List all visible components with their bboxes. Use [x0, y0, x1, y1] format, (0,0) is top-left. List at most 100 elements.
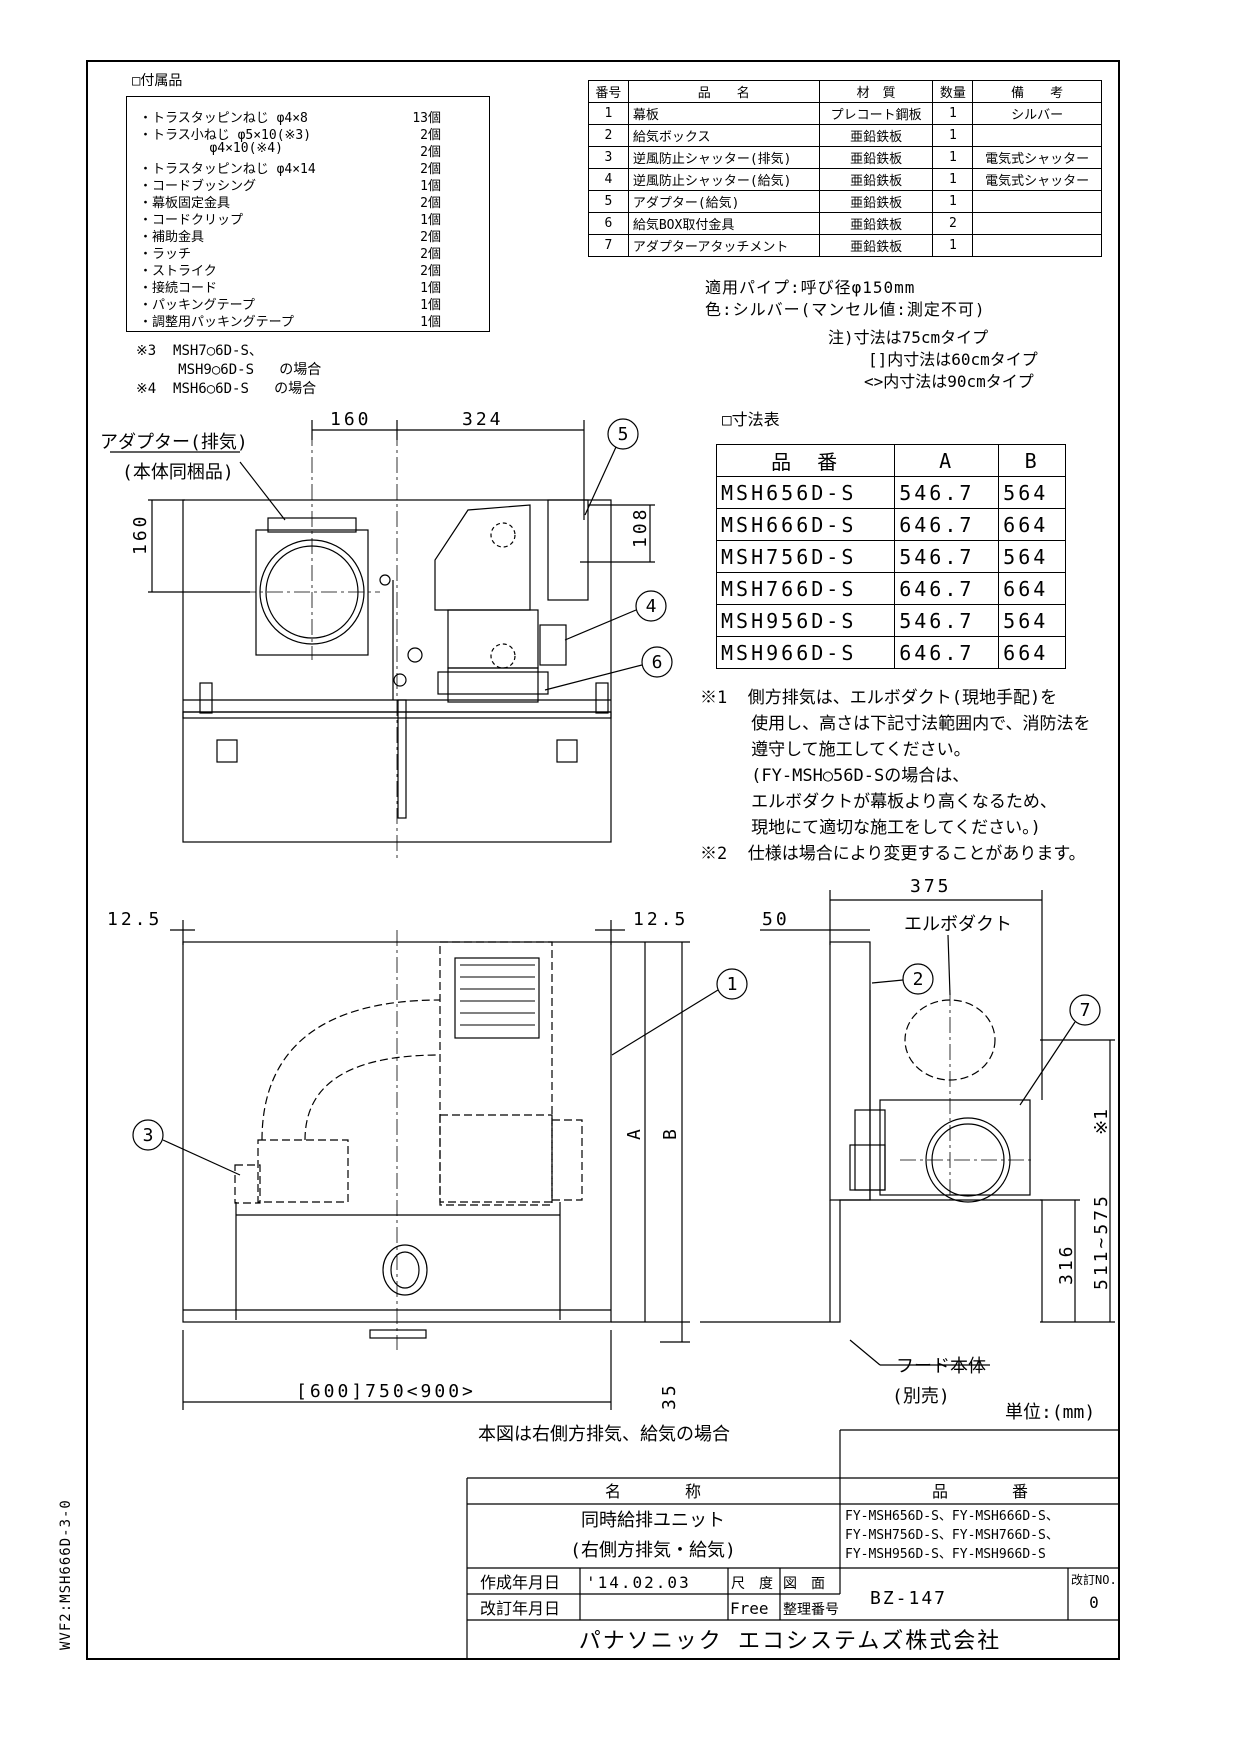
parts-cell: 亜鉛鉄板 [818, 212, 934, 235]
callout-4: 4 [646, 596, 657, 617]
dim-cell: 564 [998, 540, 1066, 573]
spec-pipe: 適用パイプ:呼び径φ150mm [705, 278, 916, 297]
accessory-item: ・幕板固定金具 [139, 196, 231, 211]
accessory-item: ・接続コード [139, 281, 218, 296]
accessory-qty: 2個 [420, 264, 441, 279]
dim-12-5-left: 12.5 [107, 909, 162, 930]
accessories-notes: ※3 MSH7○6D-S、 MSH9○6D-S の場合※4 MSH6○6D-S … [136, 344, 321, 401]
parts-cell: プレコート鋼板 [818, 102, 934, 125]
accessory-qty: 2個 [420, 145, 441, 160]
callout-3: 3 [143, 1125, 154, 1146]
remark-line: ※1 側方排気は、エルボダクト(現地手配)を [700, 688, 1058, 708]
accessory-qty: 1個 [420, 281, 441, 296]
parts-cell: 亜鉛鉄板 [818, 168, 934, 191]
accessory-qty: 1個 [420, 213, 441, 228]
dim-cell: MSH956D-S [715, 604, 896, 637]
accessory-qty: 2個 [420, 196, 441, 211]
drawing-caption: 本図は右側方排気、給気の場合 [478, 1424, 730, 1445]
dim-table-title: □寸法表 [722, 410, 780, 429]
accessory-qty: 13個 [412, 111, 441, 126]
tb-product-name-1: 同時給排ユニット [581, 1510, 725, 1531]
tb-product-number-1: FY-MSH656D-S、FY-MSH666D-S、 [845, 1509, 1059, 1524]
tb-scale-value: Free [730, 1599, 769, 1618]
callout-2: 2 [913, 969, 924, 990]
dim-cell: 564 [998, 476, 1066, 509]
accessory-qty: 1個 [420, 179, 441, 194]
label-unit: 単位:(mm) [1005, 1402, 1095, 1423]
accessory-item: ・パッキングテープ [139, 298, 255, 313]
accessory-item: ・ストライク [139, 264, 217, 279]
tb-revised-label: 改訂年月日 [480, 1599, 560, 1618]
accessory-note: ※3 MSH7○6D-S、 [136, 343, 263, 359]
top-view [110, 418, 673, 860]
dim-header-cell: 品 番 [715, 444, 896, 477]
remark-line: (FY-MSH○56D-Sの場合は、 [700, 766, 970, 786]
remark-line: エルボダクトが幕板より高くなるため、 [700, 792, 1057, 812]
accessory-qty: 1個 [420, 298, 441, 313]
dim-note-60: []内寸法は60cmタイプ [868, 350, 1038, 369]
accessory-qty: 2個 [420, 230, 441, 245]
note-mark-1: ※1 [1091, 1109, 1112, 1135]
callout-1: 1 [727, 974, 738, 995]
accessory-item: ・トラスタッピンねじ φ4×14 [139, 162, 316, 177]
dim-note-90: <>内寸法は90cmタイプ [864, 372, 1034, 391]
accessory-item: ・補助金具 [139, 230, 205, 245]
dim-cell: 564 [998, 604, 1066, 637]
front-view [132, 920, 748, 1410]
dim-108: 108 [630, 506, 651, 548]
parts-cell: 亜鉛鉄板 [818, 146, 934, 169]
accessory-qty: 2個 [420, 162, 441, 177]
dim-notes: 注)寸法は75cmタイプ []内寸法は60cmタイプ <>内寸法は90cmタイプ [828, 330, 1038, 390]
parts-header-cell: 品 名 [627, 80, 820, 103]
dim-cell: 664 [998, 636, 1066, 669]
remark-line: 遵守して施工してください。 [700, 740, 971, 760]
parts-cell: 給気BOX取付金具 [627, 212, 820, 235]
tb-company: パナソニック エコシステムズ株式会社 [579, 1629, 1002, 1654]
accessories-title: □付属品 [132, 73, 183, 89]
dim-cell: 546.7 [894, 540, 1000, 573]
dim-cell: 646.7 [894, 508, 1000, 541]
tb-product-no-label: 品 番 [932, 1482, 1028, 1501]
tb-created-label: 作成年月日 [480, 1573, 560, 1592]
dim-cell: MSH756D-S [715, 540, 896, 573]
dim-160-top: 160 [330, 409, 372, 430]
dim-35: 35 [659, 1382, 680, 1410]
accessory-qty: 2個 [420, 128, 441, 143]
label-hood-body: フード本体 [896, 1356, 986, 1377]
tb-created-date: '14.02.03 [586, 1573, 691, 1592]
accessory-item: ・コードブッシング [139, 179, 257, 194]
dim-375: 375 [910, 876, 952, 897]
dim-width: [600]750<900> [296, 1381, 476, 1402]
parts-cell: 電気式シャッター [972, 168, 1102, 191]
label-adapter-exhaust: アダプター(排気) [100, 432, 248, 453]
label-elbow-duct: エルボダクト [904, 914, 1012, 935]
dim-cell: 664 [998, 508, 1066, 541]
dim-cell: 646.7 [894, 636, 1000, 669]
remarks: ※1 側方排気は、エルボダクト(現地手配)を 使用し、高さは下記寸法範囲内で、消… [700, 690, 1091, 872]
dim-note-75: 注)寸法は75cmタイプ [828, 328, 989, 347]
parts-cell [972, 234, 1102, 257]
tb-drawing-no: BZ-147 [870, 1588, 947, 1609]
dim-12-5-right: 12.5 [633, 909, 688, 930]
callout-5: 5 [618, 424, 629, 445]
accessory-item: ・ラッチ [139, 247, 192, 262]
accessory-item: φ4×10(※4) [139, 141, 283, 156]
spec-color: 色:シルバー(マンセル値:測定不可) [705, 300, 986, 319]
dim-cell: 664 [998, 572, 1066, 605]
parts-cell: アダプターアタッチメント [627, 234, 820, 257]
dim-160-left: 160 [130, 513, 151, 555]
tb-filing-label: 整理番号 [783, 1602, 839, 1618]
accessory-note: ※4 MSH6○6D-S の場合 [136, 381, 317, 397]
dim-cell: 546.7 [894, 476, 1000, 509]
